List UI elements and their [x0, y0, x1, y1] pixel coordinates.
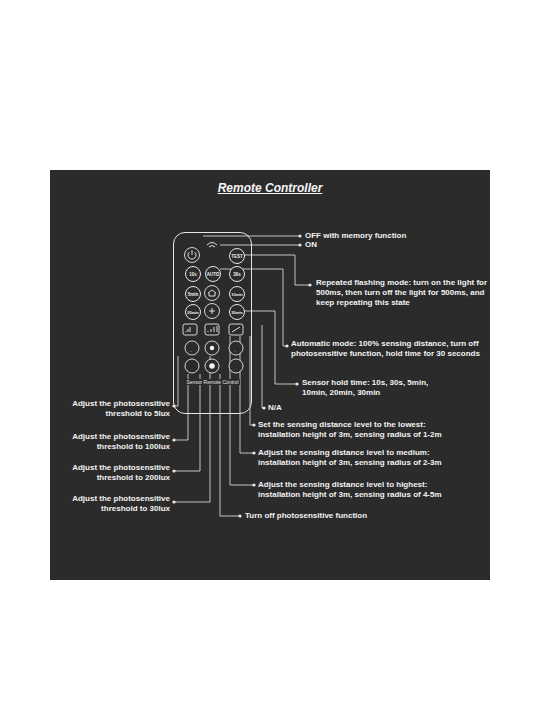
annotation-label: Adjust the photosensitive threshold to 2…: [55, 463, 170, 483]
remote-caption: Sensor Remote Control: [174, 379, 251, 385]
annotation-label: Adjust the photosensitive threshold to 3…: [55, 494, 170, 514]
button-label: 10s: [189, 272, 197, 277]
annotation-label: Set the sensing distance level to the lo…: [258, 420, 468, 440]
remote-button: 30min: [229, 304, 245, 320]
remote-body: Sensor Remote Control TEST 10s AUTO 30s 5min 1…: [173, 232, 252, 414]
button-label: 30s: [233, 272, 241, 277]
remote-button: TEST: [229, 248, 245, 264]
remote-button: 30s: [229, 266, 245, 282]
remote-button: 10min: [229, 286, 245, 302]
annotation-label: OFF with memory function: [305, 231, 485, 241]
annotation-label: Adjust the photosensitive threshold to 5…: [55, 399, 170, 419]
annotation-label: Repeated flashing mode: turn on the ligh…: [316, 278, 488, 308]
button-label: 5min: [188, 292, 199, 297]
remote-button: 10s: [185, 266, 201, 282]
button-label: 30min: [231, 310, 243, 315]
button-label: 10min: [231, 292, 243, 297]
button-label: AUTO: [207, 272, 220, 277]
button-label: 20min: [187, 310, 199, 315]
annotation-label: Turn off photosensitive function: [245, 511, 445, 521]
button-label: TEST: [231, 254, 243, 259]
annotation-label: ON: [305, 240, 365, 250]
remote-button: 5min: [185, 286, 201, 302]
annotation-label: Adjust the photosensitive threshold to 1…: [55, 432, 170, 452]
annotation-label: Automatic mode: 100% sensing distance, t…: [291, 339, 483, 359]
annotation-label: Adjust the sensing distance level to med…: [258, 448, 468, 468]
annotation-label: N/A: [268, 403, 328, 413]
annotation-label: Adjust the sensing distance level to hig…: [258, 480, 468, 500]
diagram-title: Remote Controller: [0, 181, 540, 195]
remote-button: 20min: [185, 304, 201, 320]
annotation-label: Sensor hold time: 10s, 30s, 5min, 10min,…: [302, 378, 452, 398]
remote-button: AUTO: [205, 266, 221, 282]
remote-caption-text: Sensor Remote Control: [185, 379, 239, 385]
